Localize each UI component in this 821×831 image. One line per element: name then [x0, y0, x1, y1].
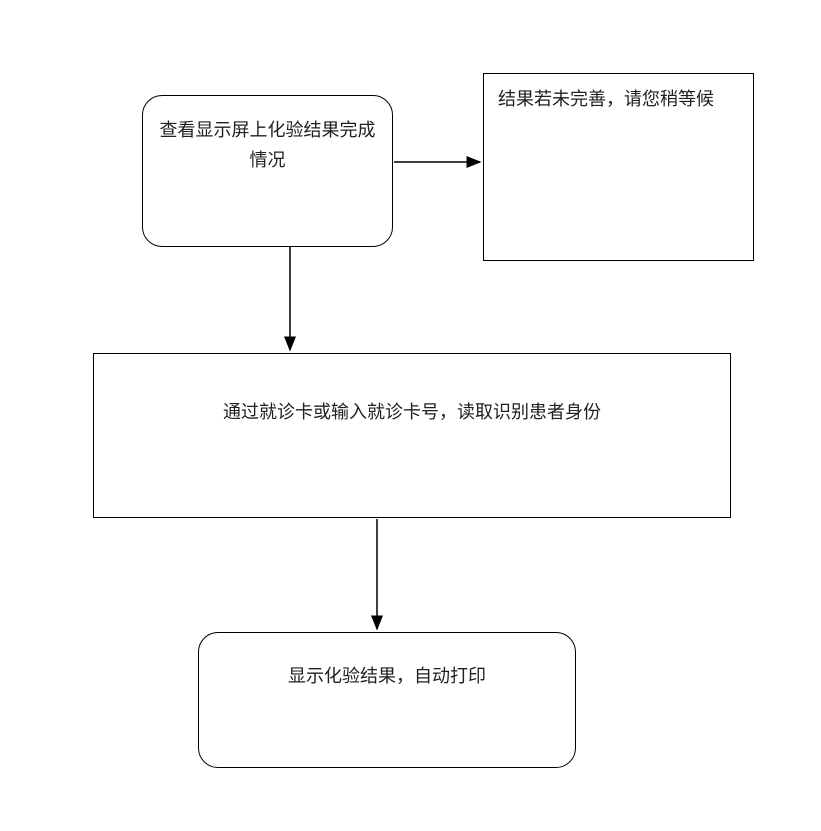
flowchart-node-wait-notice: 结果若未完善，请您稍等候	[483, 73, 754, 261]
node-check-screen-text-line2: 情况	[249, 150, 286, 171]
flowchart-node-read-card: 通过就诊卡或输入就诊卡号，读取识别患者身份	[93, 353, 731, 518]
flowchart-node-check-screen: 查看显示屏上化验结果完成 情况	[142, 95, 393, 247]
node-wait-notice-text: 结果若未完善，请您稍等候	[498, 89, 714, 110]
node-show-result-text: 显示化验结果，自动打印	[288, 666, 486, 687]
node-check-screen-text-line1: 查看显示屏上化验结果完成	[159, 120, 376, 141]
flowchart-node-show-result: 显示化验结果，自动打印	[198, 632, 576, 768]
node-read-card-text: 通过就诊卡或输入就诊卡号，读取识别患者身份	[223, 402, 601, 423]
